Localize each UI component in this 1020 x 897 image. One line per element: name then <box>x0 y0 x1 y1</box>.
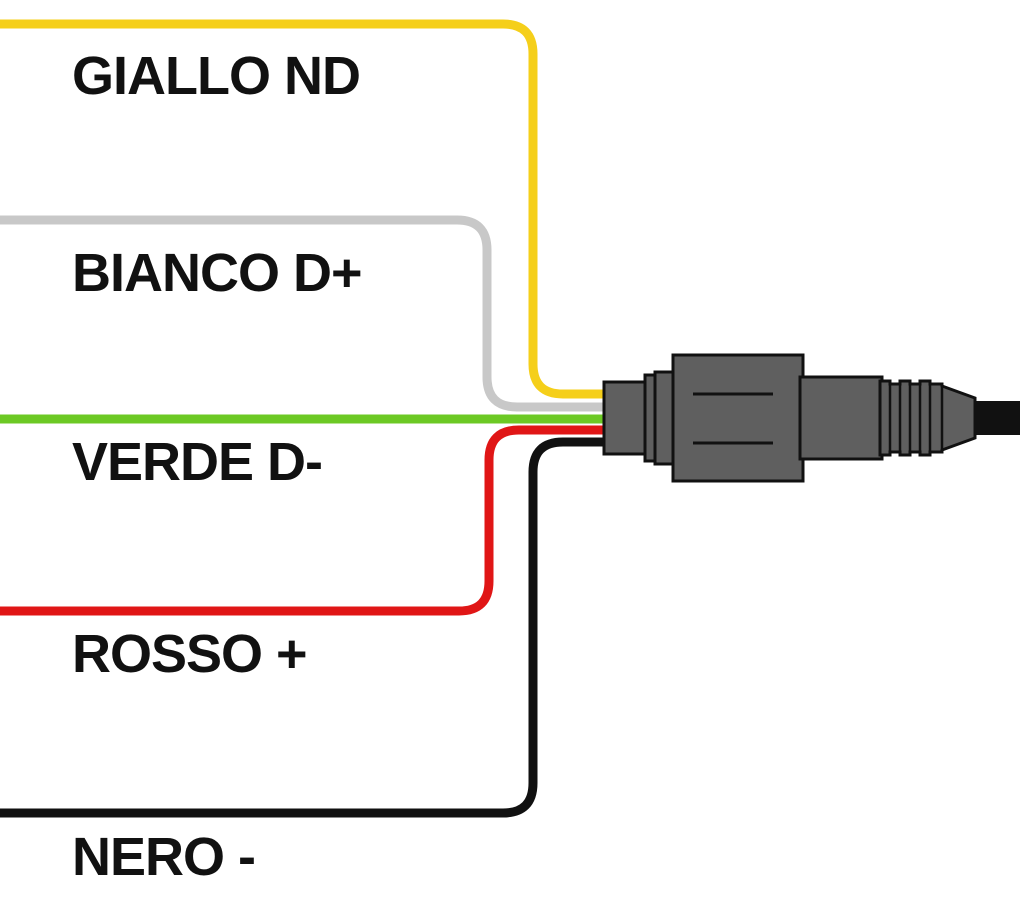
wire-rosso <box>0 425 615 616</box>
label-bianco: BIANCO D+ <box>72 243 363 303</box>
output-cable <box>975 401 1020 435</box>
label-verde: VERDE D- <box>72 432 323 492</box>
label-giallo: GIALLO ND <box>72 46 361 106</box>
connector-strain-relief <box>878 379 977 457</box>
connector-input-sleeve <box>602 380 650 456</box>
connector-sleeve <box>798 375 884 461</box>
wire-giallo <box>0 19 615 399</box>
wire-bianco <box>0 215 615 412</box>
wire-nero <box>0 437 615 818</box>
label-nero: NERO - <box>72 827 256 887</box>
connector-nut <box>671 353 805 483</box>
connector <box>602 353 977 483</box>
label-rosso: ROSSO + <box>72 624 308 684</box>
